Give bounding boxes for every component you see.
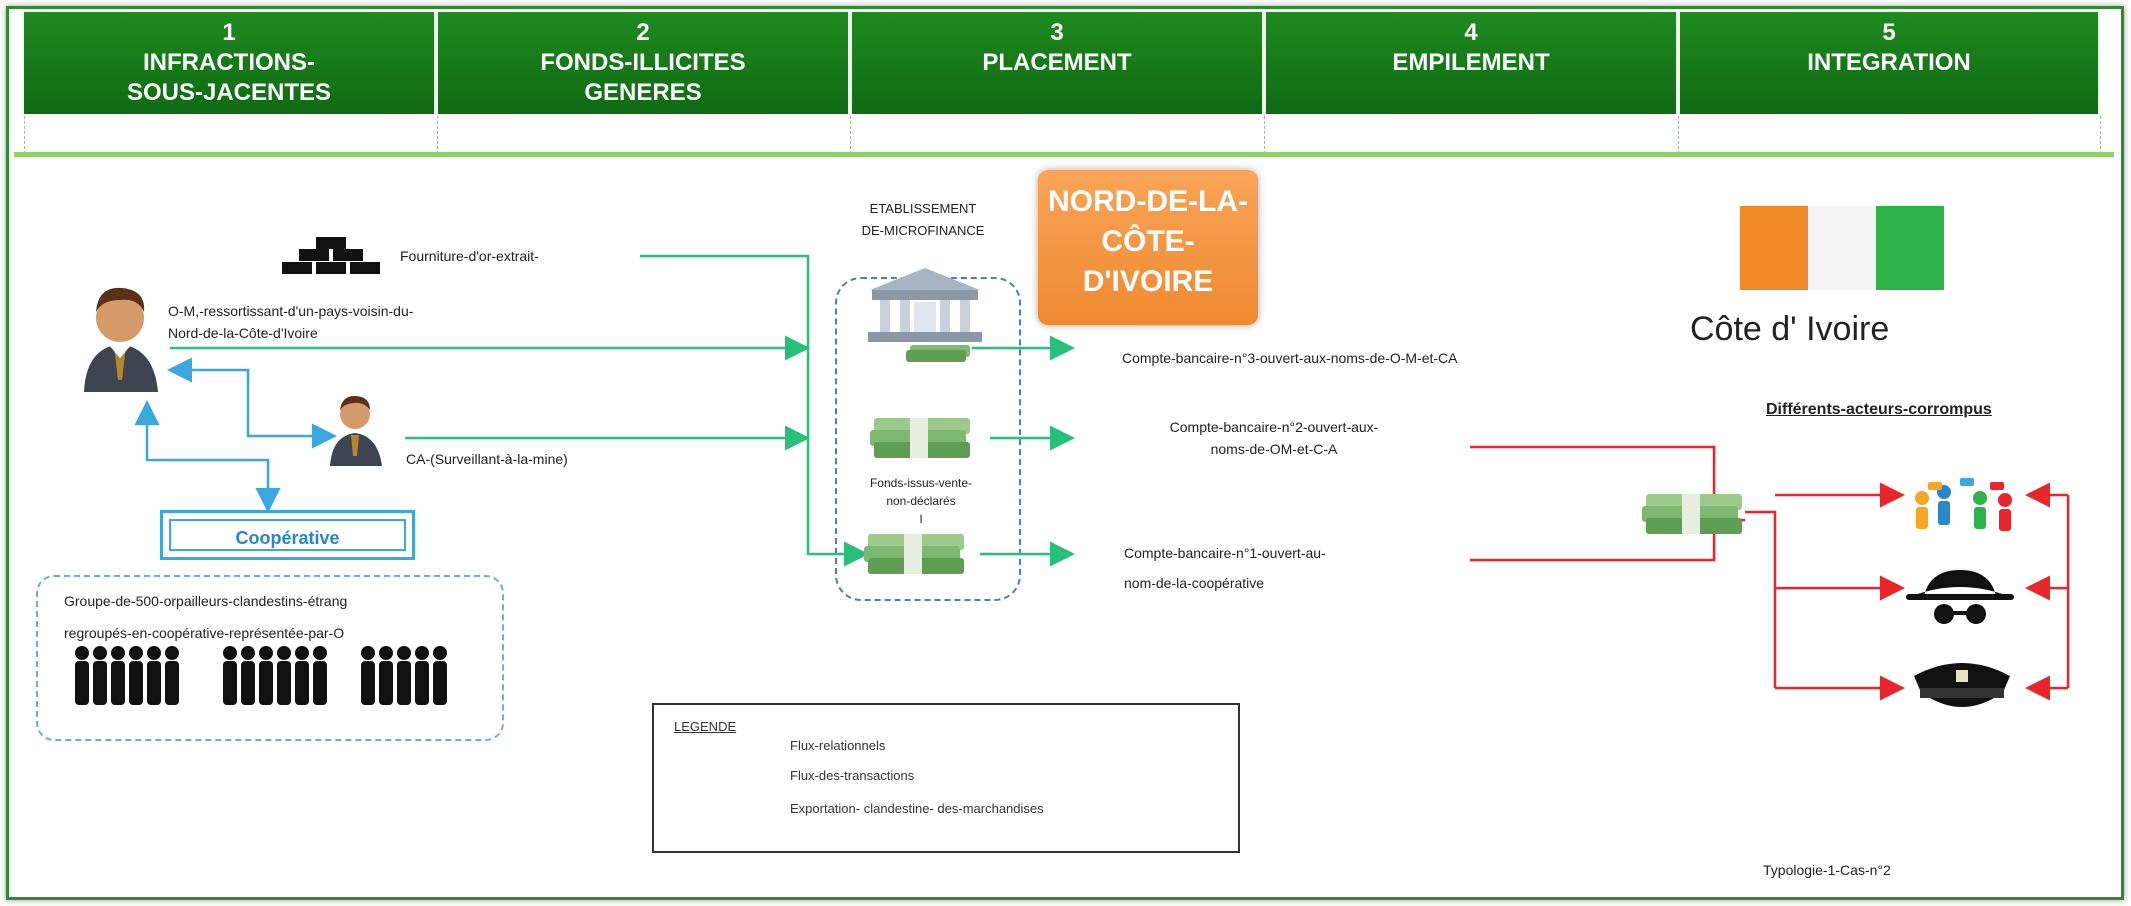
legend: LEGENDE Flux-relationnels Flux-des-trans… bbox=[652, 703, 1240, 853]
group-description-line2: regroupés-en-coopérative-représentée-par… bbox=[64, 625, 345, 641]
money-stack-icon bbox=[864, 534, 964, 574]
money-stack-icon bbox=[870, 418, 970, 458]
account-1-label-line2: nom-de-la-coopérative bbox=[1124, 575, 1265, 591]
bank-building-icon bbox=[868, 268, 982, 342]
legend-title: LEGENDE bbox=[674, 719, 737, 734]
country-caption: Côte d' Ivoire bbox=[1690, 310, 1890, 348]
subheader-divider bbox=[438, 116, 851, 154]
corrupt-actors-title: Différents-acteurs-corrompus bbox=[1766, 401, 1992, 418]
om-description: O-M,-ressortissant-d'un-pays-voisin-du- … bbox=[168, 300, 413, 344]
account-2-label-line2: noms-de-OM-et-C-A bbox=[1210, 441, 1338, 457]
microfinance-label: ETABLISSEMENT DE-MICROFINANCE bbox=[828, 198, 1018, 242]
group-container bbox=[36, 575, 504, 741]
header-col-3-number: 3 bbox=[1050, 19, 1064, 46]
header-col-5-number: 5 bbox=[1882, 19, 1896, 46]
spy-icon bbox=[1906, 570, 2014, 624]
legend-item-relational: Flux-relationnels bbox=[790, 738, 886, 753]
businessman-icon bbox=[84, 287, 158, 392]
om-description-line1: O-M,-ressortissant-d'un-pays-voisin-du- bbox=[168, 303, 414, 319]
money-stack-icon bbox=[1642, 494, 1742, 534]
subheader-divider bbox=[1266, 116, 1679, 154]
header-col-5-title: INTEGRATION bbox=[1807, 49, 1971, 76]
typology-label: Typologie-1-Cas-n°2 bbox=[1763, 862, 1891, 878]
funds-note-line1: Fonds-issus-vente- bbox=[869, 476, 973, 490]
header-col-1-title: INFRACTIONS- SOUS-JACENTES bbox=[126, 49, 332, 106]
subheader-divider bbox=[1680, 116, 2101, 154]
relational-flows bbox=[134, 357, 337, 513]
funds-note: Fonds-issus-vente- non-déclarés I bbox=[846, 474, 996, 528]
om-description-line2: Nord-de-la-Côte-d'Ivoire bbox=[168, 325, 318, 341]
gold-bars-icon bbox=[282, 237, 380, 274]
account-3-label: Compte-bancaire-n°3-ouvert-aux-noms-de-O… bbox=[1122, 350, 1458, 366]
account-2-label: Compte-bancaire-n°2-ouvert-aux- noms-de-… bbox=[1114, 416, 1434, 460]
header-col-2-number: 2 bbox=[636, 19, 650, 46]
money-stack-icon bbox=[906, 345, 970, 362]
header-col-4-title: EMPILEMENT bbox=[1392, 49, 1550, 76]
funds-note-marker: I bbox=[919, 512, 923, 526]
account-1-label: Compte-bancaire-n°1-ouvert-au- nom-de-la… bbox=[1124, 538, 1326, 598]
microfinance-label-line1: ETABLISSEMENT bbox=[869, 201, 977, 216]
header-col-2-title: FONDS-ILLICITES GENERES bbox=[540, 49, 746, 106]
header-col-1: 1 INFRACTIONS- SOUS-JACENTES bbox=[24, 12, 436, 114]
ca-label: CA-(Surveillant-à-la-mine) bbox=[406, 451, 568, 467]
crowd-icon bbox=[75, 646, 447, 705]
subheader-divider bbox=[852, 116, 1265, 154]
funds-note-line2: non-déclarés bbox=[886, 494, 956, 508]
header-col-5: 5 INTEGRATION bbox=[1680, 12, 2100, 114]
nord-cote-divoire-badge: NORD-DE-LA-CÔTE-D'IVOIRE bbox=[1038, 170, 1258, 325]
cooperative-box: Coopérative bbox=[160, 510, 415, 560]
account-1-label-line1: Compte-bancaire-n°1-ouvert-au- bbox=[1124, 545, 1326, 561]
gold-supply-label: Fourniture-d'or-extrait- bbox=[400, 248, 539, 264]
header-col-4-number: 4 bbox=[1464, 19, 1478, 46]
people-group-icon bbox=[1915, 478, 2012, 531]
flag-icon bbox=[1740, 206, 1944, 290]
header-separator bbox=[14, 152, 2114, 157]
header-col-1-number: 1 bbox=[222, 19, 236, 46]
cooperative-label: Coopérative bbox=[169, 519, 406, 551]
legend-item-transactions: Flux-des-transactions bbox=[790, 768, 915, 783]
group-description-line1: Groupe-de-500-orpailleurs-clandestins-ét… bbox=[64, 593, 348, 609]
header-col-2: 2 FONDS-ILLICITES GENERES bbox=[438, 12, 850, 114]
account-2-label-line1: Compte-bancaire-n°2-ouvert-aux- bbox=[1169, 419, 1379, 435]
group-description: Groupe-de-500-orpailleurs-clandestins-ét… bbox=[64, 585, 347, 649]
export-flows bbox=[1470, 445, 2070, 701]
header-col-3-title: PLACEMENT bbox=[982, 49, 1132, 76]
header-col-3: 3 PLACEMENT bbox=[852, 12, 1264, 114]
header-col-4: 4 EMPILEMENT bbox=[1266, 12, 1678, 114]
microfinance-label-line2: DE-MICROFINANCE bbox=[861, 223, 985, 238]
police-cap-icon bbox=[1914, 663, 2010, 707]
transaction-flows bbox=[170, 254, 1075, 567]
legend-item-export: Exportation- clandestine- des-marchandis… bbox=[790, 801, 1044, 816]
subheader-divider bbox=[24, 116, 438, 154]
businessman-icon bbox=[330, 395, 382, 466]
